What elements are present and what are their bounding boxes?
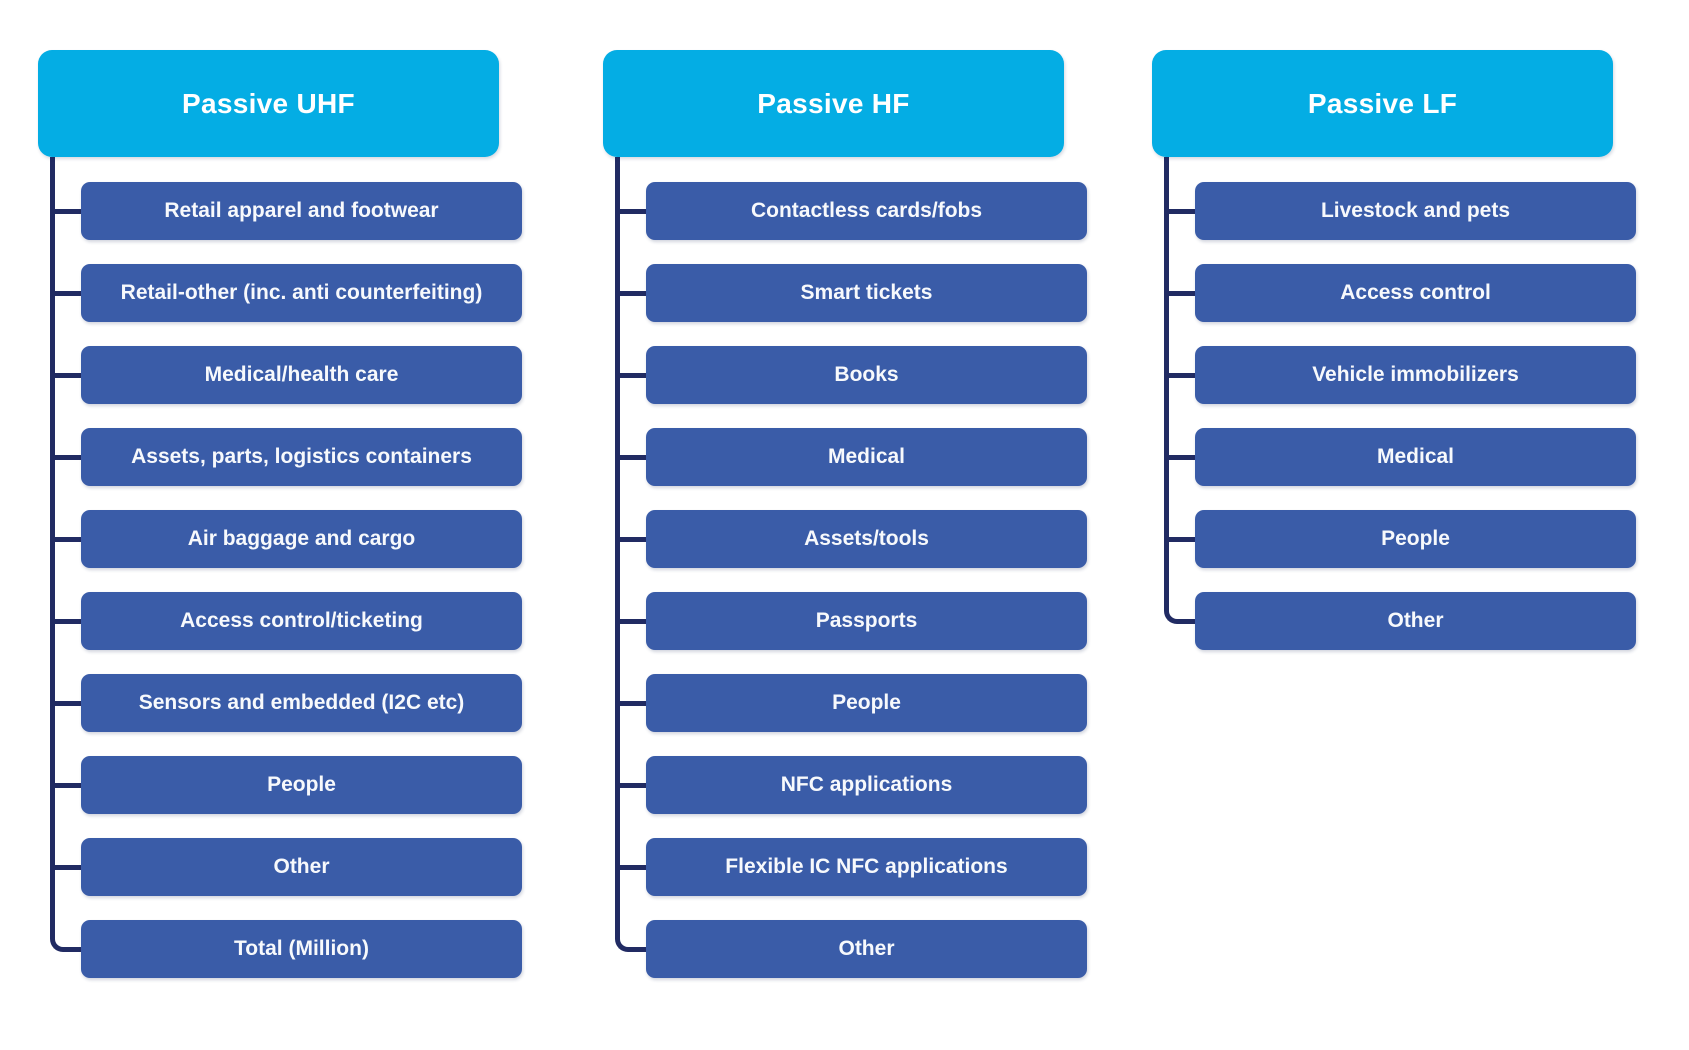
item-label: Contactless cards/fobs <box>750 199 983 223</box>
item-label: NFC applications <box>780 773 953 797</box>
connector-stub <box>615 700 651 706</box>
item-box: Flexible IC NFC applications <box>646 838 1087 896</box>
connector-stub <box>50 208 86 214</box>
item-box: Medical <box>1195 428 1636 486</box>
connector-stub <box>50 372 86 378</box>
item-box: Medical/health care <box>81 346 522 404</box>
connector-stub <box>50 782 86 788</box>
column-header: Passive UHF <box>38 50 499 157</box>
item-label: Vehicle immobilizers <box>1312 363 1519 387</box>
item-box: People <box>646 674 1087 732</box>
column-header: Passive LF <box>1152 50 1613 157</box>
item-label: Retail-other (inc. anti counterfeiting) <box>120 281 483 305</box>
item-box: Medical <box>646 428 1087 486</box>
connector-stub <box>50 290 86 296</box>
connector-stub <box>615 618 651 624</box>
connector-stub <box>1164 208 1200 214</box>
item-label: People <box>832 691 901 715</box>
connector-line <box>50 157 84 952</box>
item-label: Books <box>834 363 899 387</box>
connector-stub <box>1164 290 1200 296</box>
item-label: Air baggage and cargo <box>187 527 416 551</box>
item-box: Access control <box>1195 264 1636 322</box>
connector-stub <box>615 782 651 788</box>
item-box: Retail-other (inc. anti counterfeiting) <box>81 264 522 322</box>
connector-stub <box>615 454 651 460</box>
item-box: Books <box>646 346 1087 404</box>
item-label: People <box>1381 527 1450 551</box>
connector-stub <box>50 618 86 624</box>
item-label: Access control <box>1340 281 1491 305</box>
column-title: Passive UHF <box>182 87 355 119</box>
item-box: Access control/ticketing <box>81 592 522 650</box>
item-box: Smart tickets <box>646 264 1087 322</box>
item-label: Assets/tools <box>804 527 929 551</box>
connector-stub <box>1164 372 1200 378</box>
item-box: Vehicle immobilizers <box>1195 346 1636 404</box>
item-label: Medical <box>1376 445 1455 469</box>
column-title: Passive HF <box>757 87 910 119</box>
connector-stub <box>615 864 651 870</box>
item-box: Other <box>1195 592 1636 650</box>
item-box: Passports <box>646 592 1087 650</box>
item-label: Total (Million) <box>234 937 369 961</box>
item-label: Access control/ticketing <box>180 609 423 633</box>
item-box: Livestock and pets <box>1195 182 1636 240</box>
item-label: Other <box>1387 609 1444 633</box>
item-box: Other <box>646 920 1087 978</box>
connector-stub <box>615 372 651 378</box>
item-label: Livestock and pets <box>1320 199 1511 223</box>
connector-stub <box>615 208 651 214</box>
item-label: Smart tickets <box>800 281 933 305</box>
connector-stub <box>50 700 86 706</box>
item-box: Air baggage and cargo <box>81 510 522 568</box>
item-box: People <box>81 756 522 814</box>
item-label: Medical/health care <box>204 363 399 387</box>
column-header: Passive HF <box>603 50 1064 157</box>
connector-stub <box>615 536 651 542</box>
item-label: Assets, parts, logistics containers <box>131 445 472 469</box>
item-box: People <box>1195 510 1636 568</box>
item-box: Other <box>81 838 522 896</box>
connector-stub <box>50 864 86 870</box>
connector-line <box>1164 157 1198 624</box>
item-box: Sensors and embedded (I2C etc) <box>81 674 522 732</box>
item-box: NFC applications <box>646 756 1087 814</box>
connector-stub <box>50 454 86 460</box>
item-box: Total (Million) <box>81 920 522 978</box>
connector-stub <box>50 536 86 542</box>
item-label: Other <box>838 937 895 961</box>
item-label: Retail apparel and footwear <box>164 199 439 223</box>
item-label: Other <box>273 855 330 879</box>
item-label: Medical <box>827 445 906 469</box>
item-box: Retail apparel and footwear <box>81 182 522 240</box>
item-label: People <box>267 773 336 797</box>
item-box: Assets, parts, logistics containers <box>81 428 522 486</box>
item-label: Sensors and embedded (I2C etc) <box>138 691 465 715</box>
item-box: Assets/tools <box>646 510 1087 568</box>
column-title: Passive LF <box>1307 87 1458 119</box>
connector-stub <box>1164 536 1200 542</box>
connector-stub <box>1164 454 1200 460</box>
item-label: Passports <box>815 609 918 633</box>
connector-stub <box>615 290 651 296</box>
connector-line <box>615 157 649 952</box>
item-box: Contactless cards/fobs <box>646 182 1087 240</box>
item-label: Flexible IC NFC applications <box>725 855 1008 879</box>
